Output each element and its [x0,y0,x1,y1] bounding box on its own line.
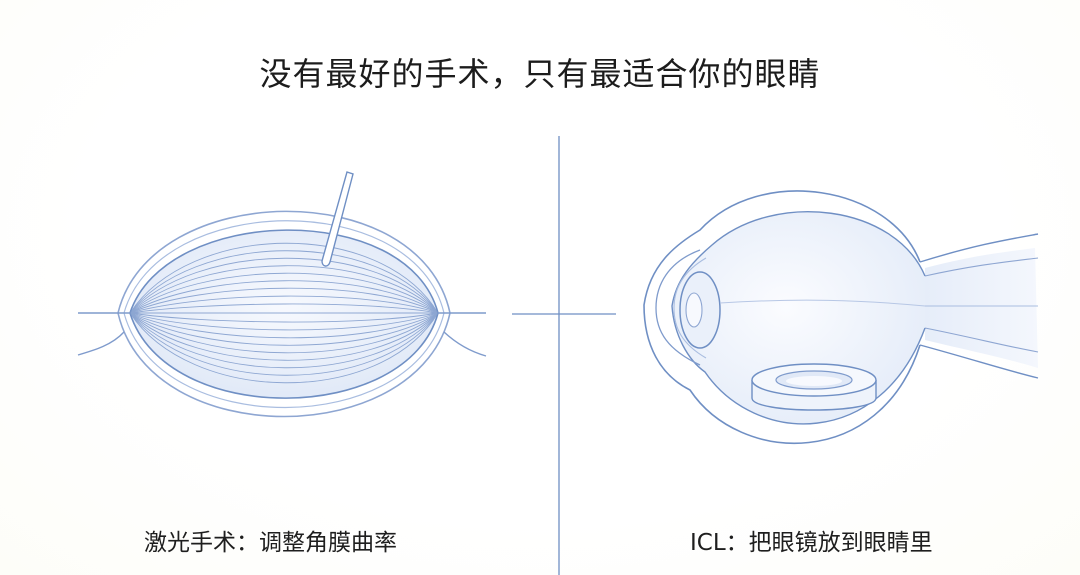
cornea [655,249,701,366]
icl-implant-lens [751,363,877,411]
right-tissue-lower [443,331,487,357]
figure-title: 没有最好的手术，只有最适合你的眼睛 [259,55,821,93]
laser-surgery-illustration [77,171,487,418]
optic-nerve-upper-edge [919,233,1039,263]
cornea-curvature-lines [129,242,439,384]
optic-nerve-upper-inner [924,257,1039,277]
sclera-outer [643,190,921,445]
left-tissue-lower [77,331,125,356]
laser-probe [321,171,354,267]
natural-lens-core [685,292,703,328]
optic-nerve-lower-inner [924,327,1039,353]
optic-nerve [925,248,1038,368]
laser-surgery-caption: 激光手术：调整角膜曲率 [144,530,397,556]
optic-nerve-lower-edge [919,344,1039,379]
cornea-lens-body [129,229,439,399]
icl-caption: ICL：把眼镜放到眼睛里 [690,530,933,556]
cornea-inner [673,257,707,359]
visual-axis-line [719,299,926,307]
icl-eye-illustration [643,190,1039,445]
